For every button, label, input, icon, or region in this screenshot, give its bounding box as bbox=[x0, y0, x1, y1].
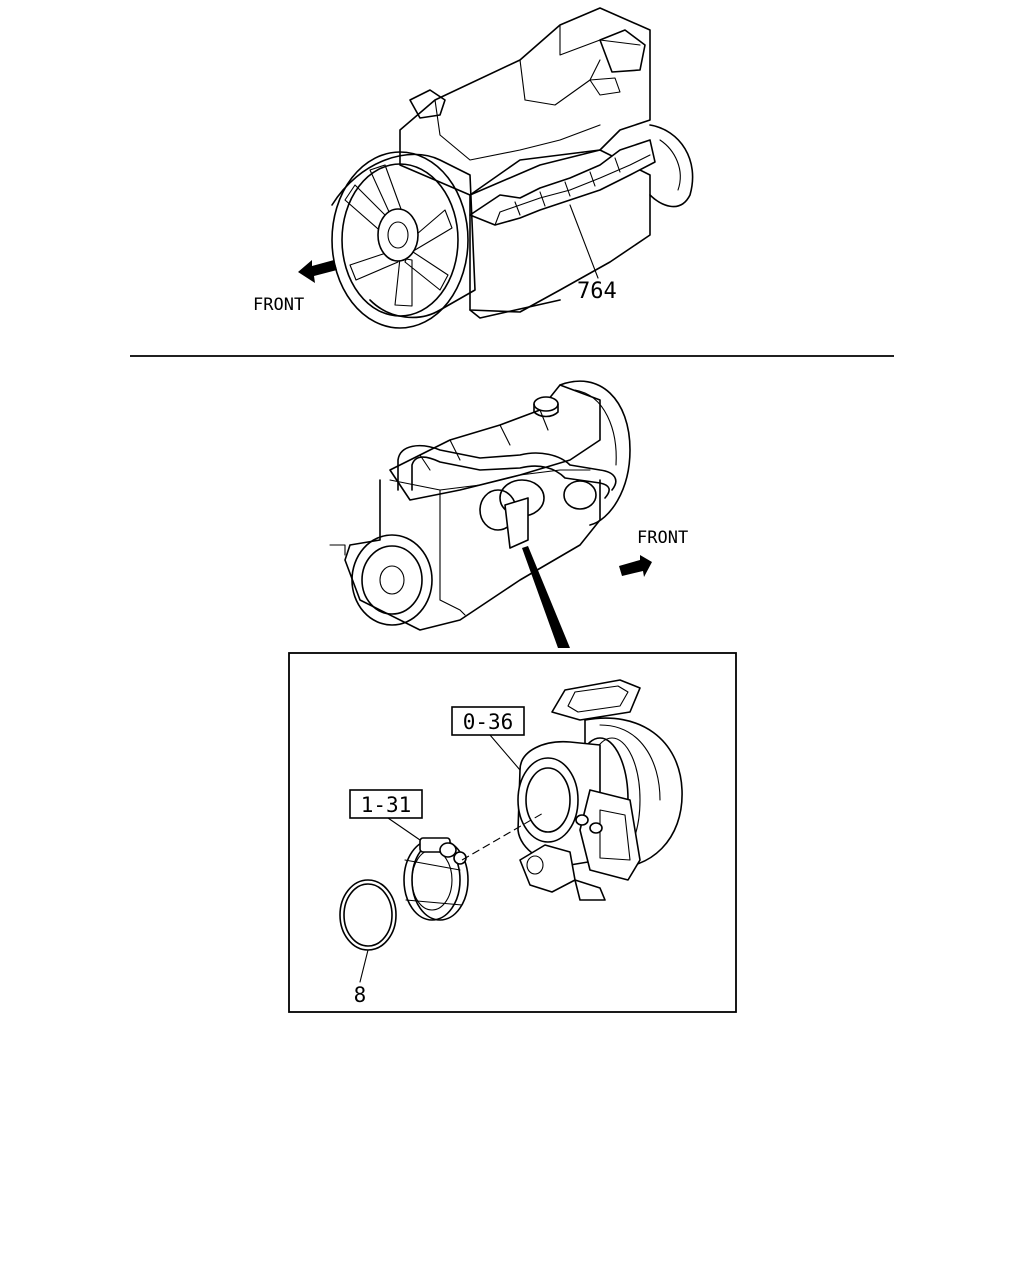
front-arrow-icon bbox=[619, 555, 652, 577]
engine-bottom-view bbox=[329, 380, 652, 648]
turbocharger-detail bbox=[489, 679, 683, 901]
gasket-detail bbox=[339, 879, 397, 983]
front-arrow-icon bbox=[298, 260, 337, 283]
detail-box bbox=[288, 652, 737, 1013]
bottom-front-label: FRONT bbox=[637, 528, 688, 548]
engine-top-view bbox=[298, 7, 694, 329]
callout-8: 8 bbox=[354, 983, 367, 1007]
callout-box-1-31 bbox=[349, 789, 423, 819]
callout-764: 764 bbox=[577, 279, 617, 304]
callout-1-31: 1-31 bbox=[361, 793, 412, 817]
detail-pointer bbox=[522, 546, 570, 648]
top-front-label: FRONT bbox=[253, 295, 304, 315]
callout-box-0-36 bbox=[451, 706, 525, 736]
clamp-detail bbox=[387, 811, 546, 921]
callout-0-36: 0-36 bbox=[463, 710, 514, 734]
